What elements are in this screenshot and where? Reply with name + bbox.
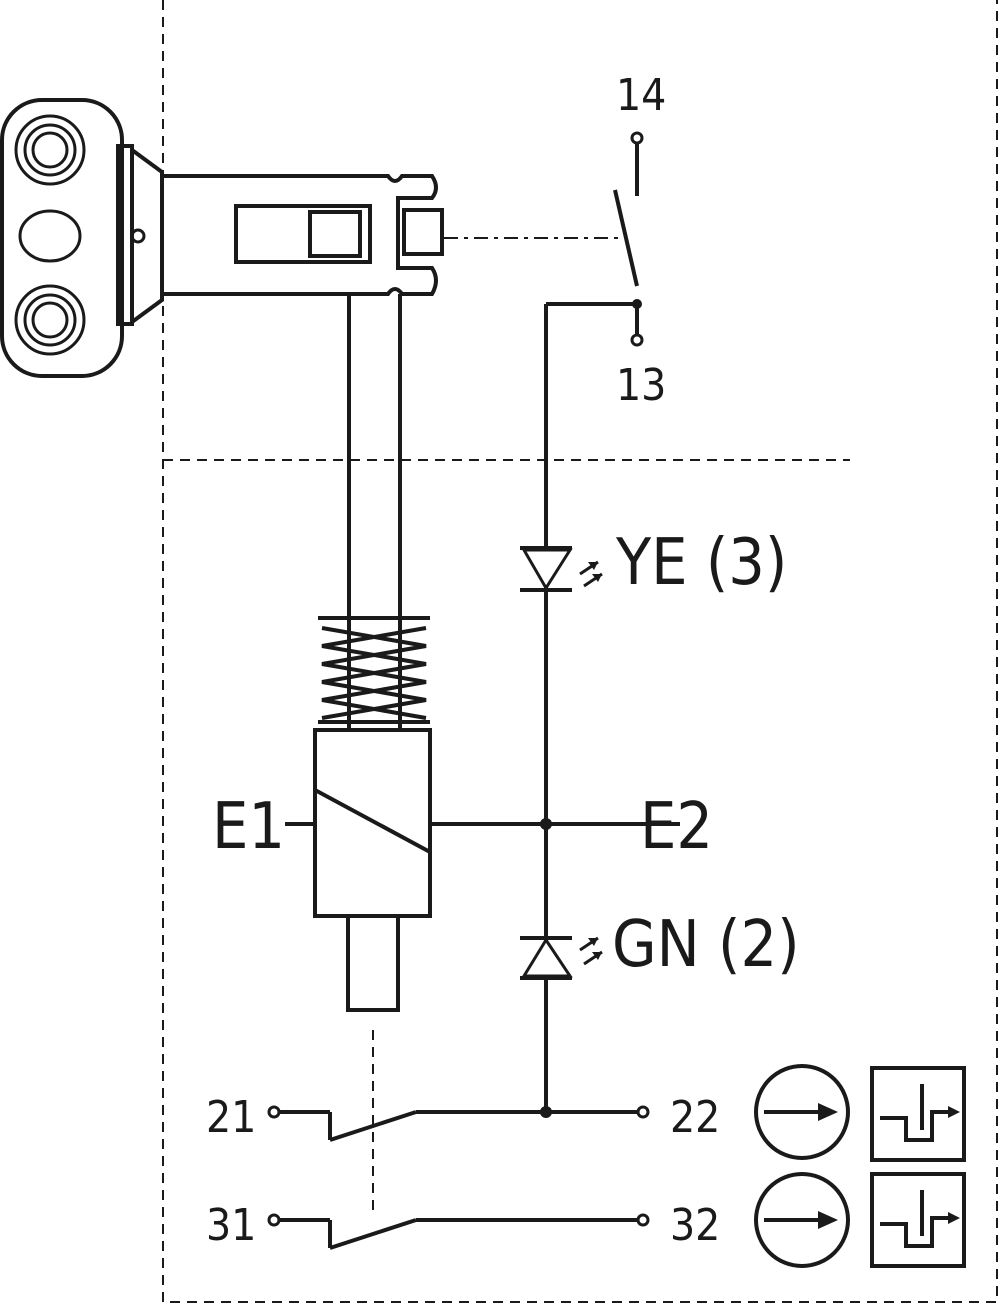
terminal-32-label: 32 <box>670 1200 720 1251</box>
positive-opening-icon-1 <box>870 1066 966 1162</box>
led-green-emission-icon <box>579 936 603 966</box>
solenoid-rod <box>347 294 402 730</box>
led-green <box>520 936 603 980</box>
terminal-31-label: 31 <box>206 1200 256 1251</box>
led-yellow-emission-icon <box>579 560 603 588</box>
led-yellow <box>520 546 603 592</box>
direction-circle-icon-1 <box>754 1064 850 1160</box>
led-green-label: GN (2) <box>612 908 800 982</box>
coil-connections <box>285 818 680 830</box>
positive-opening-icon-2 <box>870 1172 966 1268</box>
terminal-14-label: 14 <box>616 70 666 121</box>
terminal-13-label: 13 <box>616 360 666 411</box>
actuator-head <box>0 98 164 378</box>
actuator-plunger <box>163 174 620 296</box>
contact-21-22 <box>267 1105 650 1142</box>
contact-31-32 <box>267 1213 650 1250</box>
spring <box>318 616 430 724</box>
terminal-21-label: 21 <box>206 1092 256 1143</box>
led-yellow-label: YE (3) <box>615 526 787 600</box>
terminal-22-label: 22 <box>670 1092 720 1143</box>
e2-label: E2 <box>640 790 713 864</box>
housing-boundary <box>162 0 998 1303</box>
direction-circle-icon-2 <box>754 1172 850 1268</box>
contact-13-14 <box>546 131 644 347</box>
e1-label: E1 <box>212 790 285 864</box>
